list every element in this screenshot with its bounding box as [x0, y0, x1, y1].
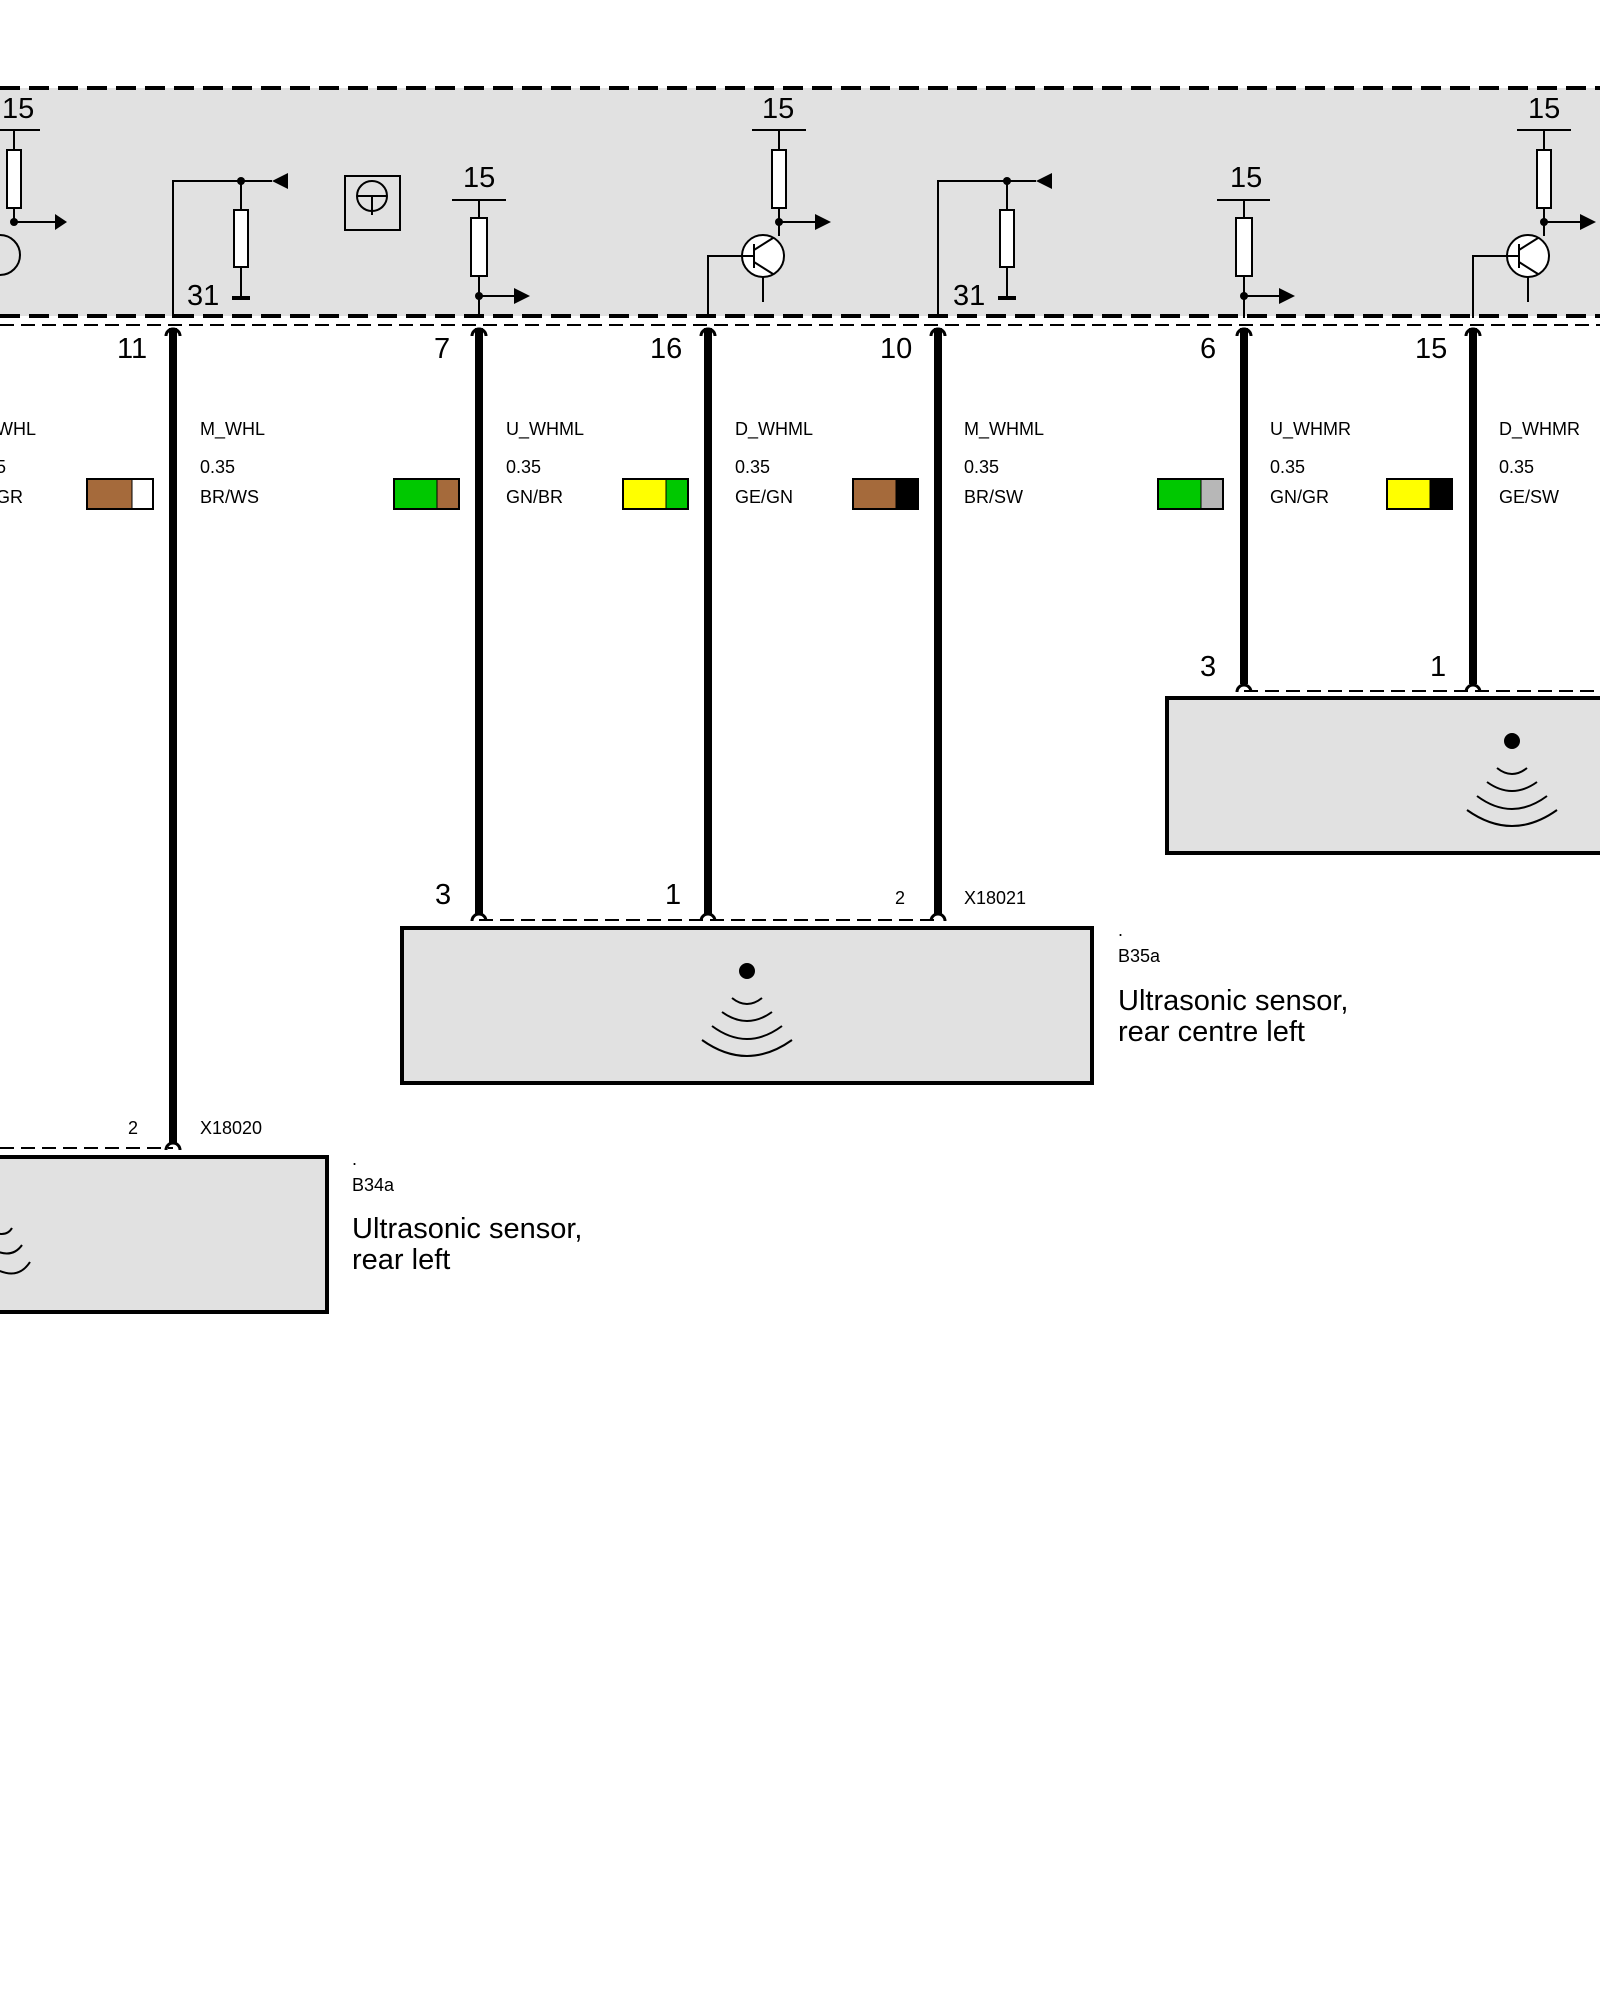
ultrasonic-sensor-rear-centre-left: 3 1 2 X18021 . B35a Ultrasonic sensor, r…	[400, 879, 1349, 1085]
wire-size: 0.35	[506, 457, 541, 477]
wire-size: 0.35	[200, 457, 235, 477]
connector-id: X18021	[964, 888, 1026, 908]
wire-labels: WHL 5 GR M_WHL 0.35 BR/WS U_WHML 0.35 GN…	[0, 419, 1580, 507]
component-name-line1: Ultrasonic sensor,	[1118, 985, 1349, 1017]
wire-size: 0.35	[964, 457, 999, 477]
connector-pin-number: 2	[895, 888, 905, 908]
terminal-15-label: 15	[2, 93, 34, 125]
wire-color-swatch	[393, 478, 460, 510]
wire-color-code: BR/SW	[964, 487, 1023, 507]
ultrasonic-wave-icon	[0, 1227, 31, 1275]
ultrasonic-wave-icon	[701, 963, 793, 1057]
connector-id: X18020	[200, 1118, 262, 1138]
pin-number: 15	[1415, 333, 1447, 365]
ultrasonic-wave-icon	[1466, 733, 1558, 827]
terminal-31-label: 31	[953, 280, 985, 312]
control-unit-pin-numbers: 11 7 16 10 6 15	[117, 333, 1447, 365]
wire-color-swatch	[1386, 478, 1453, 510]
component-dot: .	[352, 1149, 357, 1169]
wire-signal-name: M_WHML	[964, 419, 1044, 440]
wire-size: 0.35	[735, 457, 770, 477]
connector-pin-number: 2	[128, 1118, 138, 1138]
control-unit: 15 31 15	[0, 86, 1600, 326]
ultrasonic-sensor-rear-left: 2 X18020 . B34a Ultrasonic sensor, rear …	[0, 1118, 583, 1314]
pin-number: 11	[117, 333, 147, 365]
wire-signal-name: M_WHL	[200, 419, 265, 440]
terminal-15-label: 15	[1528, 93, 1560, 125]
terminal-15-label: 15	[1230, 162, 1262, 194]
transistor-module-icon	[344, 175, 401, 231]
ground-circuit-pin-10: 31	[937, 173, 1052, 318]
wire-color-swatch	[86, 478, 154, 510]
terminal-15-label: 15	[762, 93, 794, 125]
connector-pin-number: 1	[1430, 651, 1446, 683]
pin-number: 10	[880, 333, 912, 365]
pin-contacts	[164, 327, 1482, 337]
pullup-circuit-pin-6: 15	[1217, 162, 1295, 318]
wire-signal-name: U_WHMR	[1270, 419, 1351, 440]
pin-number: 16	[650, 333, 682, 365]
ground-circuit-pin-11: 31	[172, 173, 288, 318]
pullup-circuit-pin-7: 15	[452, 162, 530, 318]
pin-number: 7	[434, 333, 450, 365]
wire-color-code: GN/BR	[506, 487, 563, 507]
component-id: B35a	[1118, 946, 1161, 966]
wire-size: 0.35	[1499, 457, 1534, 477]
ultrasonic-sensor-rear-centre-right: 3 1	[1165, 651, 1600, 855]
driver-circuit-pin-15: 15	[1472, 93, 1596, 318]
connector-pin-number: 3	[1200, 651, 1216, 683]
wire-color-code: GE/GN	[735, 487, 793, 507]
wire-signal-name: U_WHML	[506, 419, 584, 440]
terminal-15-label: 15	[463, 162, 495, 194]
connector-pin-number: 1	[665, 879, 681, 911]
wire-lines	[169, 328, 1477, 1144]
wire-signal-name: WHL	[0, 419, 36, 439]
wire-color-code: GR	[0, 487, 23, 507]
wire-size: 5	[0, 457, 6, 477]
pullup-circuit-left: 15	[0, 93, 67, 276]
driver-circuit-pin-16: 15	[707, 93, 831, 318]
wire-signal-name: D_WHMR	[1499, 419, 1580, 440]
wire-color-swatch	[622, 478, 689, 510]
connector-pin-number: 3	[435, 879, 451, 911]
wire-color-code: GE/SW	[1499, 487, 1559, 507]
wire-color-swatches	[86, 478, 1453, 510]
terminal-31-label: 31	[187, 280, 219, 312]
wire-color-code: BR/WS	[200, 487, 259, 507]
component-name-line2: rear centre left	[1118, 1016, 1305, 1048]
control-unit-body	[0, 88, 1600, 316]
component-name-line1: Ultrasonic sensor,	[352, 1213, 583, 1245]
component-id: B34a	[352, 1175, 395, 1195]
component-name-line2: rear left	[352, 1244, 450, 1276]
wire-color-swatch	[852, 478, 919, 510]
component-dot: .	[1118, 920, 1123, 940]
wire-size: 0.35	[1270, 457, 1305, 477]
wire-signal-name: D_WHML	[735, 419, 813, 440]
wire-color-swatch	[1157, 478, 1224, 510]
wire-color-code: GN/GR	[1270, 487, 1329, 507]
pin-number: 6	[1200, 333, 1216, 365]
